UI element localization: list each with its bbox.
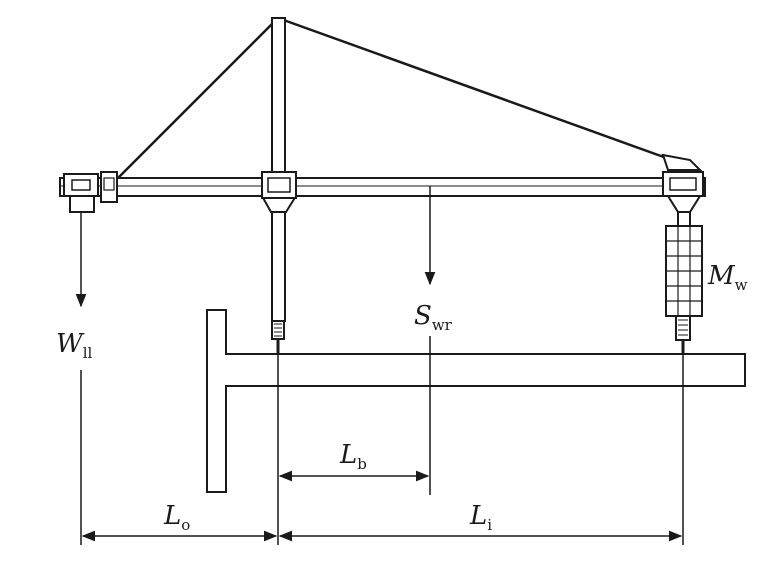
horizontal-beam — [59, 177, 706, 197]
label-wll: Wll — [56, 329, 93, 362]
vertical-mast — [260, 17, 298, 353]
label-swr: Swr — [414, 301, 453, 334]
label-lo: Lo — [163, 501, 190, 534]
left-end-hanger — [63, 171, 118, 213]
label-li: Li — [469, 501, 492, 534]
extension-lines — [80, 336, 684, 545]
label-lb: Lb — [339, 440, 367, 473]
counterweight-stack — [665, 225, 703, 317]
middle-clamp — [261, 171, 297, 199]
building-roof — [206, 309, 746, 493]
label-mw: Mw — [707, 261, 748, 294]
right-end-assembly — [661, 153, 704, 353]
stay-cables — [117, 16, 673, 179]
